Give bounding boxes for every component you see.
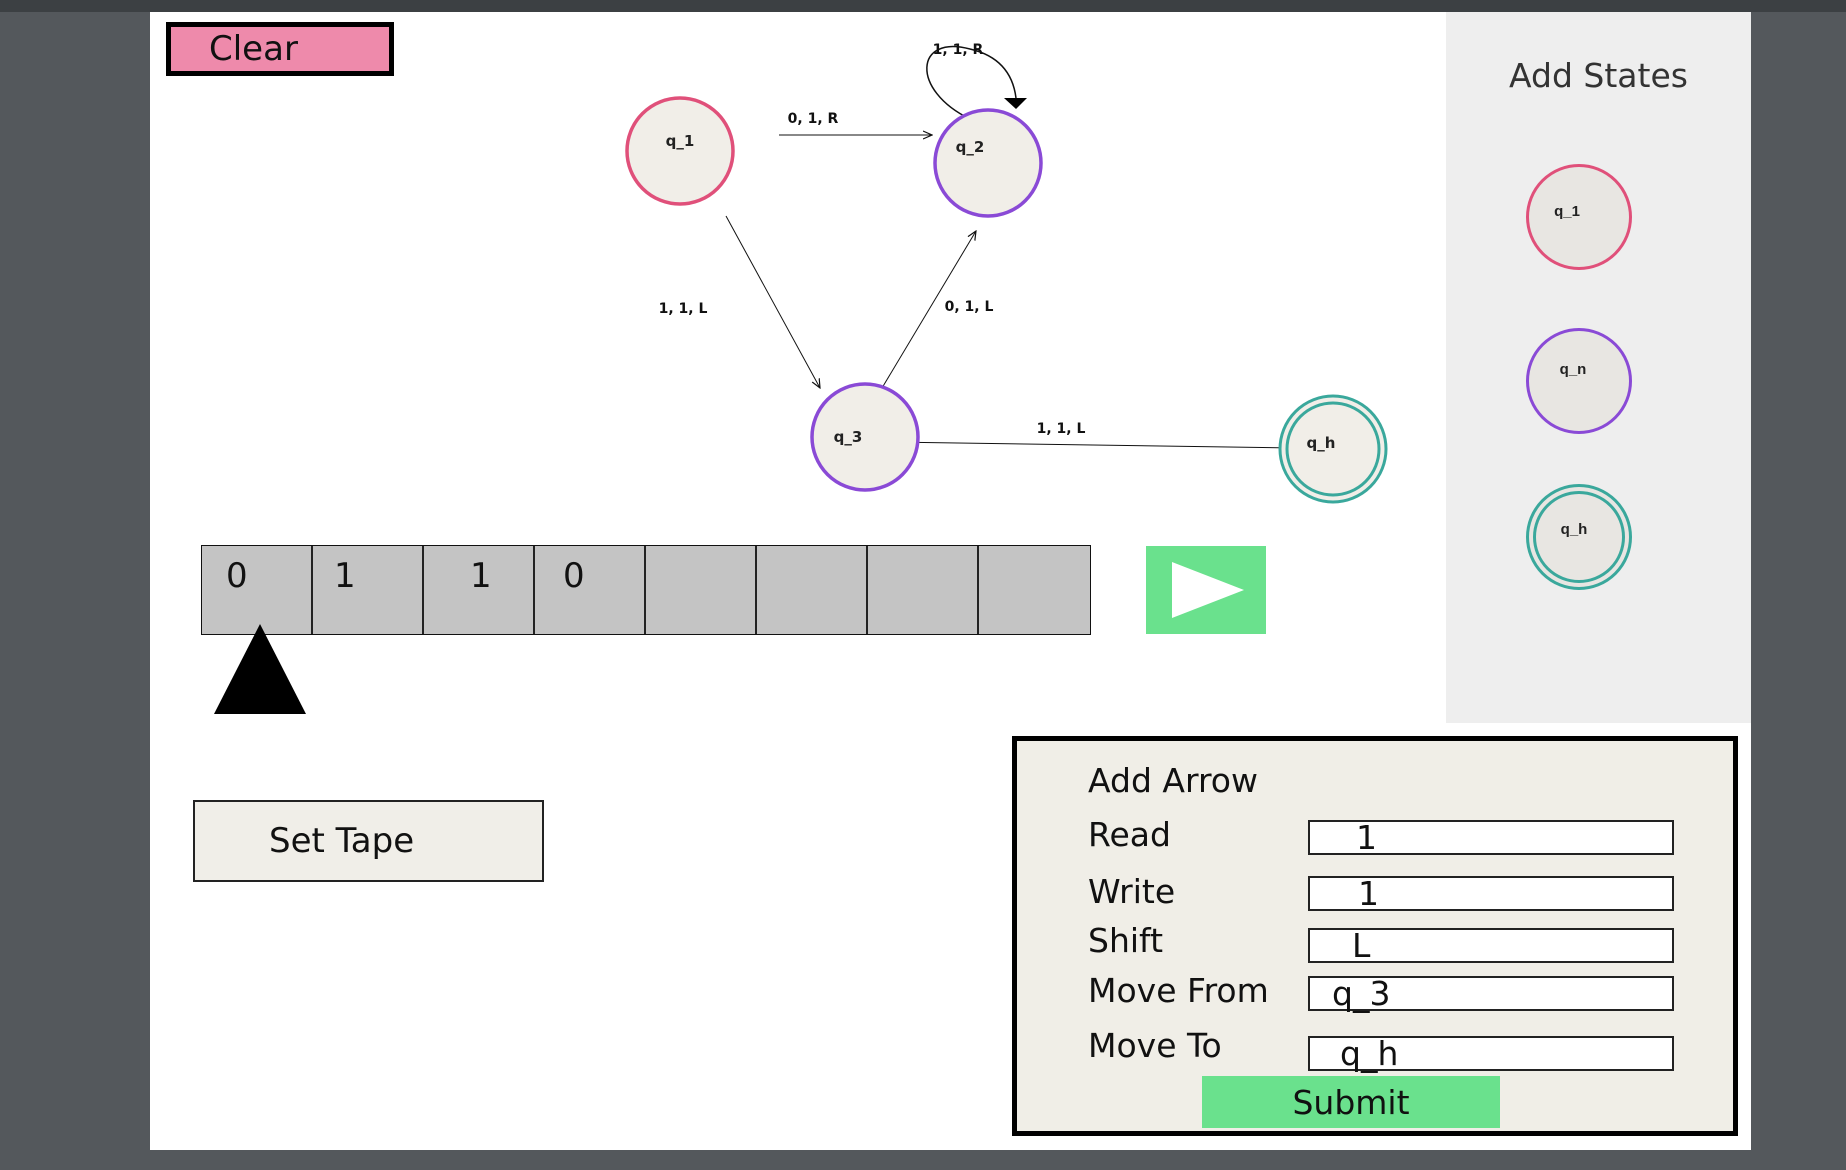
write-input[interactable]: 1 — [1308, 876, 1674, 911]
run-button[interactable] — [1146, 546, 1266, 634]
transition-label-q1-q3: 1, 1, L — [659, 301, 708, 317]
state-label: q_2 — [956, 138, 985, 156]
turing-machine-canvas[interactable]: Clear 1, 1, R 0, 1, R 1, 1, L 0, 1, L 1,… — [150, 12, 1751, 1150]
tape: 0 1 1 0 — [201, 545, 1091, 635]
move-from-input[interactable]: q_3 — [1308, 976, 1674, 1011]
transition-q1-q3[interactable] — [725, 215, 820, 388]
state-label: q_h — [1307, 434, 1336, 452]
palette-state-label: q_n — [1559, 361, 1587, 378]
palette-state-label: q_h — [1560, 521, 1588, 538]
tape-cell[interactable]: 0 — [202, 546, 313, 634]
transition-q3-q2[interactable] — [875, 231, 976, 399]
add-states-panel: Add States q_1 q_n q_h — [1446, 12, 1751, 723]
palette-state-initial[interactable]: q_1 — [1526, 164, 1632, 270]
tape-head-pointer[interactable] — [214, 624, 306, 714]
state-qh[interactable]: q_h — [1278, 394, 1388, 504]
play-icon — [1172, 562, 1244, 618]
add-arrow-title: Add Arrow — [1088, 761, 1258, 800]
set-tape-button[interactable]: Set Tape — [193, 800, 544, 882]
transition-label-q2-q2: 1, 1, R — [933, 42, 984, 58]
move-to-label: Move To — [1088, 1026, 1222, 1065]
state-q3[interactable]: q_3 — [810, 382, 920, 492]
transition-q3-qh[interactable] — [889, 441, 1295, 448]
add-arrow-panel: Add Arrow Read 1 Write 1 Shift L Move Fr… — [1012, 736, 1738, 1136]
state-q2[interactable]: q_2 — [933, 108, 1043, 218]
tape-cell[interactable] — [868, 546, 979, 634]
submit-button[interactable]: Submit — [1202, 1076, 1500, 1128]
shift-label: Shift — [1088, 921, 1164, 960]
tape-cell[interactable] — [646, 546, 757, 634]
transition-label-q3-q2: 0, 1, L — [945, 299, 994, 315]
shift-input[interactable]: L — [1308, 928, 1674, 963]
clear-button[interactable]: Clear — [166, 22, 394, 76]
window-top-bar — [0, 0, 1846, 12]
read-label: Read — [1088, 815, 1171, 854]
palette-state-halt[interactable]: q_h — [1526, 484, 1632, 590]
move-from-label: Move From — [1088, 971, 1269, 1010]
move-to-input[interactable]: q_h — [1308, 1036, 1674, 1071]
state-label: q_3 — [834, 428, 863, 446]
self-loop-arrowhead — [1004, 98, 1027, 109]
halt-inner-ring — [1533, 491, 1625, 583]
tape-cell[interactable]: 1 — [313, 546, 424, 634]
state-graph: 1, 1, R 0, 1, R 1, 1, L 0, 1, L 1, 1, L … — [625, 42, 1388, 504]
transition-label-q1-q2: 0, 1, R — [788, 111, 839, 127]
write-label: Write — [1088, 872, 1176, 911]
tape-cell[interactable]: 1 — [424, 546, 535, 634]
transition-label-q3-qh: 1, 1, L — [1037, 421, 1086, 437]
transition-q2-q2[interactable] — [926, 45, 1017, 120]
palette-state-label: q_1 — [1554, 203, 1580, 220]
state-label: q_1 — [666, 132, 695, 150]
tape-cell[interactable]: 0 — [535, 546, 646, 634]
tape-cell[interactable] — [979, 546, 1090, 634]
tape-cell[interactable] — [757, 546, 868, 634]
add-states-title: Add States — [1509, 56, 1688, 95]
palette-state-normal[interactable]: q_n — [1526, 328, 1632, 434]
read-input[interactable]: 1 — [1308, 820, 1674, 855]
state-q1[interactable]: q_1 — [625, 96, 735, 206]
